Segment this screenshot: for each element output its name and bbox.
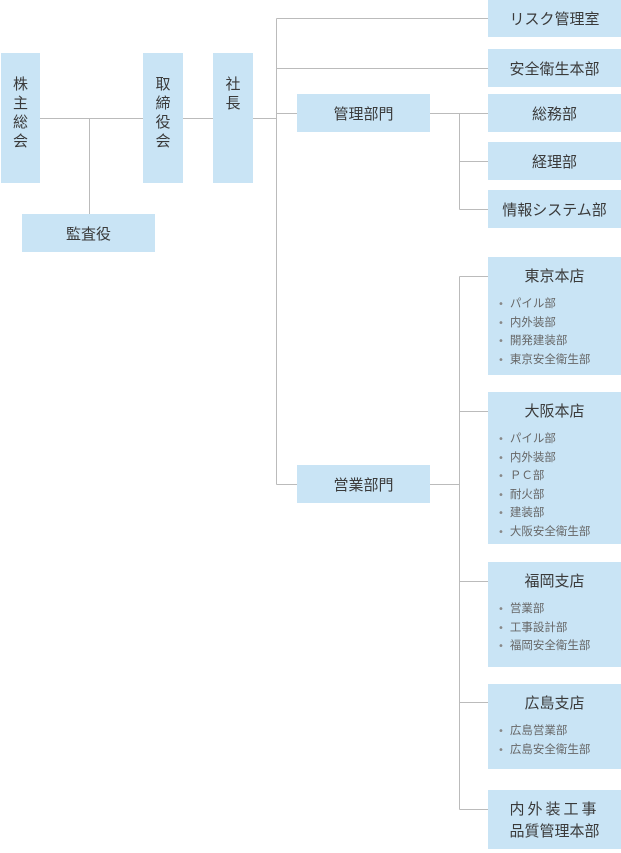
department-list-item: • 内外装部 <box>498 314 621 333</box>
president-box: 社長 <box>213 53 253 183</box>
board-of-directors-box: 取締役会 <box>143 53 183 183</box>
bullet-icon: • <box>498 726 504 737</box>
tokyo-branch-list: • パイル部 • 内外装部 • 開発建装部 • 東京安全衛生部 <box>488 295 621 369</box>
osaka-branch-box: 大阪本店 • パイル部 • 内外装部 • ＰＣ部 • 耐火部 • 建装部 • 大阪安全衛生部 <box>488 392 621 544</box>
admin-division-box: 管理部門 <box>297 94 430 132</box>
vertical-char: 締 <box>155 94 171 112</box>
department-list-item: • 内外装部 <box>498 449 621 468</box>
osaka-branch-list: • パイル部 • 内外装部 • ＰＣ部 • 耐火部 • 建装部 • 大阪安全衛生部 <box>488 430 621 541</box>
department-name: パイル部 <box>509 431 556 445</box>
safety-hq-box: 安全衛生本部 <box>488 49 621 87</box>
vertical-char: 社 <box>225 75 241 93</box>
department-list-item: • 建装部 <box>498 504 621 523</box>
accounting-box: 経理部 <box>488 142 621 180</box>
department-name: 建装部 <box>509 505 545 519</box>
bullet-icon: • <box>498 336 504 347</box>
accounting-label: 経理部 <box>531 152 577 171</box>
department-list-item: • 東京安全衛生部 <box>498 351 621 370</box>
bullet-icon: • <box>498 434 504 445</box>
bullet-icon: • <box>498 452 504 464</box>
bullet-icon: • <box>498 604 504 615</box>
fukuoka-branch-box: 福岡支店 • 営業部 • 工事設計部 • 福岡安全衛生部 <box>488 562 621 667</box>
sales-division-box: 営業部門 <box>297 465 430 503</box>
risk-office-box: リスク管理室 <box>488 0 621 37</box>
department-name: 福岡安全衛生部 <box>509 638 591 652</box>
bullet-icon: • <box>498 471 504 482</box>
bullet-icon: • <box>498 317 504 329</box>
interior-quality-hq-box: 内外装工事 品質管理本部 <box>488 790 621 849</box>
department-name: パイル部 <box>509 296 556 310</box>
fukuoka-branch-title: 福岡支店 <box>524 572 585 590</box>
bullet-icon: • <box>498 622 504 634</box>
department-name: 工事設計部 <box>509 619 568 634</box>
info-systems-box: 情報システム部 <box>488 190 621 228</box>
risk-office-label: リスク管理室 <box>509 10 600 28</box>
bullet-icon: • <box>498 299 504 310</box>
bullet-icon: • <box>498 641 504 652</box>
bullet-icon: • <box>498 508 504 519</box>
department-list-item: • 耐火部 <box>498 486 621 505</box>
bullet-icon: • <box>498 744 504 756</box>
department-list-item: • 営業部 <box>498 600 621 619</box>
vertical-char: 主 <box>12 94 28 112</box>
vertical-char: 役 <box>155 113 171 131</box>
department-name: 営業部 <box>509 601 545 615</box>
fukuoka-branch-list: • 営業部 • 工事設計部 • 福岡安全衛生部 <box>488 600 621 656</box>
auditor-box: 監査役 <box>22 214 155 252</box>
tokyo-branch-title: 東京本店 <box>524 267 585 285</box>
department-list-item: • 福岡安全衛生部 <box>498 637 621 656</box>
bullet-icon: • <box>498 489 504 501</box>
department-name: 内外装部 <box>509 314 556 329</box>
department-list-item: • ＰＣ部 <box>498 467 621 486</box>
general-affairs-label: 総務部 <box>531 104 577 123</box>
department-name: 大阪安全衛生部 <box>509 523 591 538</box>
department-list-item: • 広島安全衛生部 <box>498 741 621 760</box>
shareholders-label: 株主総会 <box>13 75 28 151</box>
general-affairs-box: 総務部 <box>488 94 621 132</box>
shareholders-meeting-box: 株主総会 <box>1 53 40 183</box>
president-label: 社長 <box>225 75 240 113</box>
department-list-item: • 開発建装部 <box>498 332 621 351</box>
interior-quality-hq-line2: 品質管理本部 <box>509 821 600 840</box>
department-name: 広島営業部 <box>509 723 568 737</box>
vertical-char: 総 <box>12 113 28 131</box>
vertical-char: 会 <box>12 132 28 150</box>
auditor-label: 監査役 <box>65 224 111 243</box>
vertical-char: 取 <box>155 75 171 93</box>
department-list-item: • 大阪安全衛生部 <box>498 523 621 542</box>
vertical-char: 長 <box>225 94 241 112</box>
info-systems-label: 情報システム部 <box>502 200 607 219</box>
department-list-item: • パイル部 <box>498 430 621 449</box>
vertical-char: 会 <box>155 132 171 150</box>
bullet-icon: • <box>498 526 504 538</box>
interior-quality-hq-line1: 内外装工事 <box>509 799 600 818</box>
sales-division-label: 営業部門 <box>333 475 394 494</box>
board-label: 取締役会 <box>155 75 170 151</box>
safety-hq-label: 安全衛生本部 <box>509 59 600 78</box>
hiroshima-branch-list: • 広島営業部 • 広島安全衛生部 <box>488 722 621 759</box>
hiroshima-branch-title: 広島支店 <box>524 694 585 712</box>
department-name: 内外装部 <box>509 449 556 464</box>
admin-division-label: 管理部門 <box>333 104 394 123</box>
department-name: 開発建装部 <box>509 333 568 347</box>
department-list-item: • 広島営業部 <box>498 722 621 741</box>
department-name: ＰＣ部 <box>509 468 545 482</box>
tokyo-branch-box: 東京本店 • パイル部 • 内外装部 • 開発建装部 • 東京安全衛生部 <box>488 257 621 375</box>
department-name: 広島安全衛生部 <box>509 741 591 756</box>
hiroshima-branch-box: 広島支店 • 広島営業部 • 広島安全衛生部 <box>488 684 621 769</box>
vertical-char: 株 <box>12 75 28 93</box>
department-name: 東京安全衛生部 <box>509 351 591 366</box>
osaka-branch-title: 大阪本店 <box>524 402 585 420</box>
department-list-item: • 工事設計部 <box>498 619 621 638</box>
bullet-icon: • <box>498 354 504 366</box>
department-list-item: • パイル部 <box>498 295 621 314</box>
department-name: 耐火部 <box>509 486 545 501</box>
